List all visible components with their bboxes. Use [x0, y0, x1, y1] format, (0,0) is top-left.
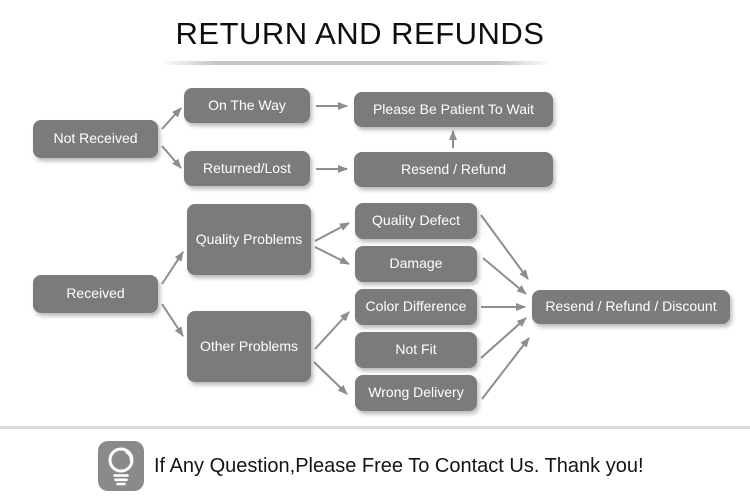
flow-arrow-other-problems-to-color-difference	[314, 311, 350, 350]
flow-node-not-received: Not Received	[33, 120, 158, 158]
flow-arrow-not-received-to-on-the-way	[161, 107, 182, 130]
flow-node-resend-refund-discount: Resend / Refund / Discount	[532, 290, 730, 324]
flow-arrow-damage-to-resend-refund-discount	[482, 257, 527, 295]
flow-arrow-received-to-quality-problems	[161, 251, 184, 285]
flow-node-received: Received	[33, 275, 158, 313]
flow-node-wrong-delivery: Wrong Delivery	[355, 375, 477, 411]
flow-node-on-the-way: On The Way	[184, 88, 310, 123]
footer-divider	[0, 426, 750, 429]
title-underline	[160, 61, 552, 65]
flow-arrow-wrong-delivery-to-resend-refund-discount	[481, 337, 530, 400]
flow-node-not-fit: Not Fit	[355, 332, 477, 368]
flow-arrow-quality-problems-to-quality-defect	[314, 222, 350, 242]
flow-arrow-quality-defect-to-resend-refund-discount	[480, 214, 529, 280]
flow-node-color-difference: Color Difference	[355, 289, 477, 325]
flow-arrow-received-to-other-problems	[161, 303, 184, 337]
lightbulb-icon	[98, 441, 144, 491]
flow-node-returned-lost: Returned/Lost	[184, 151, 310, 186]
flow-arrow-not-received-to-returned-lost	[161, 145, 182, 169]
flow-arrow-not-fit-to-resend-refund-discount	[480, 317, 527, 359]
flow-node-please-be-patient: Please Be Patient To Wait	[354, 92, 553, 127]
contact-message: If Any Question,Please Free To Contact U…	[154, 454, 644, 477]
flow-arrow-quality-problems-to-damage	[314, 246, 350, 265]
flow-node-damage: Damage	[355, 246, 477, 282]
flow-node-resend-refund: Resend / Refund	[354, 152, 553, 187]
flow-node-quality-problems: Quality Problems	[187, 204, 311, 275]
flow-node-quality-defect: Quality Defect	[355, 203, 477, 239]
flow-arrow-other-problems-to-wrong-delivery	[313, 361, 348, 395]
page-title: RETURN AND REFUNDS	[175, 16, 545, 51]
flow-node-other-problems: Other Problems	[187, 311, 311, 382]
